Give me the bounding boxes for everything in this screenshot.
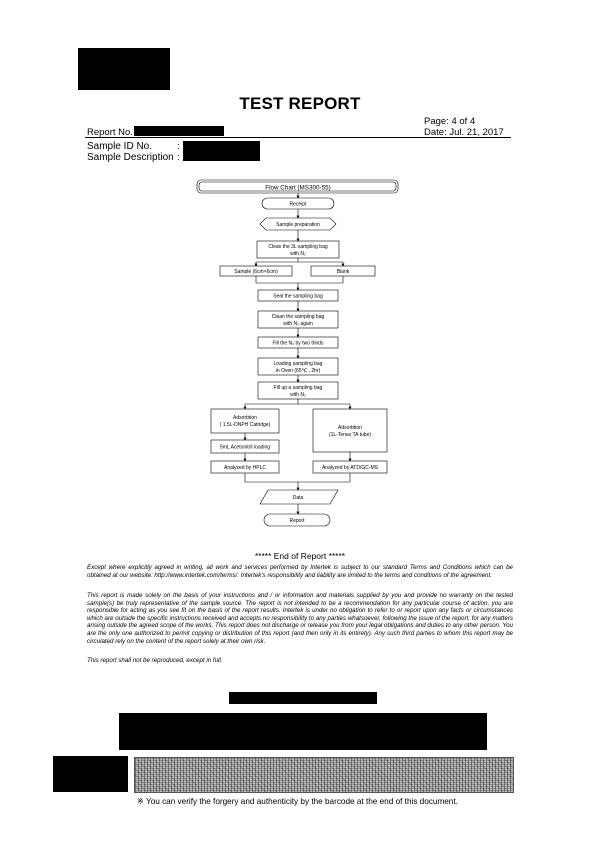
header-rule: [85, 137, 511, 138]
prep-label: Sample preparation: [276, 222, 320, 228]
blank-label: Blank: [337, 269, 350, 275]
seal-label: Seal the sampling bag: [273, 294, 323, 300]
report-date: Date: Jul. 21, 2017: [424, 127, 504, 138]
data-label: Data: [293, 495, 304, 501]
redacted-company-info: [119, 713, 487, 750]
fill-label: Fill the N₂ by two thirds: [272, 341, 324, 347]
adsorption-dnph-box: [210, 408, 280, 434]
report-no-label: Report No.: [87, 127, 133, 138]
redacted-signature-name: [229, 692, 377, 704]
data-shape: [259, 489, 339, 505]
report-title: TEST REPORT: [239, 94, 361, 113]
sample-desc-colon: :: [177, 152, 180, 163]
terms-paragraph: Except where explicitly agreed in writin…: [87, 564, 513, 579]
fillup-line2: with N₂: [290, 392, 306, 398]
atd-label: Analyzed by ATD/GC-MS: [322, 465, 379, 471]
ads1-line2: ( 1.5L-DNPH Catridge): [220, 422, 271, 428]
sample-label: Sample (6cm×6cm): [234, 269, 278, 275]
flowchart-title-box: [196, 179, 399, 194]
redacted-report-number: [134, 126, 224, 136]
report-label: Report: [289, 518, 305, 524]
ads2-line1: Adsorbtion: [338, 425, 362, 431]
disclaimer-paragraph: This report is made solely on the basis …: [87, 592, 513, 645]
clean2-line1: Clean the sampling bag: [272, 314, 325, 320]
sample-id-colon: :: [177, 141, 180, 152]
redacted-stamp: [53, 756, 128, 792]
clean-line1: Clean the 3L sampling bag: [268, 244, 328, 250]
adsorption-tenax-box: [312, 408, 388, 453]
end-of-report: ***** End of Report *****: [254, 551, 346, 561]
reproduction-notice: This report shall not be reproduced, exc…: [87, 657, 223, 664]
sample-desc-label: Sample Description: [87, 152, 174, 163]
clean2-line2: with N₂ again: [283, 321, 313, 327]
ads1-line1: Adsorbtion: [233, 415, 257, 421]
ads2-line2: (1L-Tenax TA tube): [329, 432, 371, 438]
flowchart-title: Flow Chart (MS300-55): [265, 185, 330, 192]
barcode-image: [134, 757, 514, 793]
load-line1: Loading sampling bag: [274, 361, 323, 367]
fillup-line1: Fill up a sampling bag: [274, 385, 323, 391]
redacted-sample-info: [183, 141, 260, 161]
verification-note: ※ You can verify the forgery and authent…: [137, 797, 458, 806]
sample-id-label: Sample ID No.: [87, 141, 153, 152]
sample-prep-shape: [259, 217, 337, 231]
redacted-logo: [78, 48, 170, 90]
receipt-label: Receipt: [290, 202, 308, 208]
clean-line2: with N₂: [290, 251, 306, 257]
page-number: Page: 4 of 4: [424, 116, 476, 127]
load-line2: in Oven (65℃ , 2hr): [276, 368, 321, 374]
hplc-label: Analyzed by HPLC: [224, 465, 266, 471]
acetonitril-label: 5mL Acetonitril loading: [220, 445, 270, 451]
